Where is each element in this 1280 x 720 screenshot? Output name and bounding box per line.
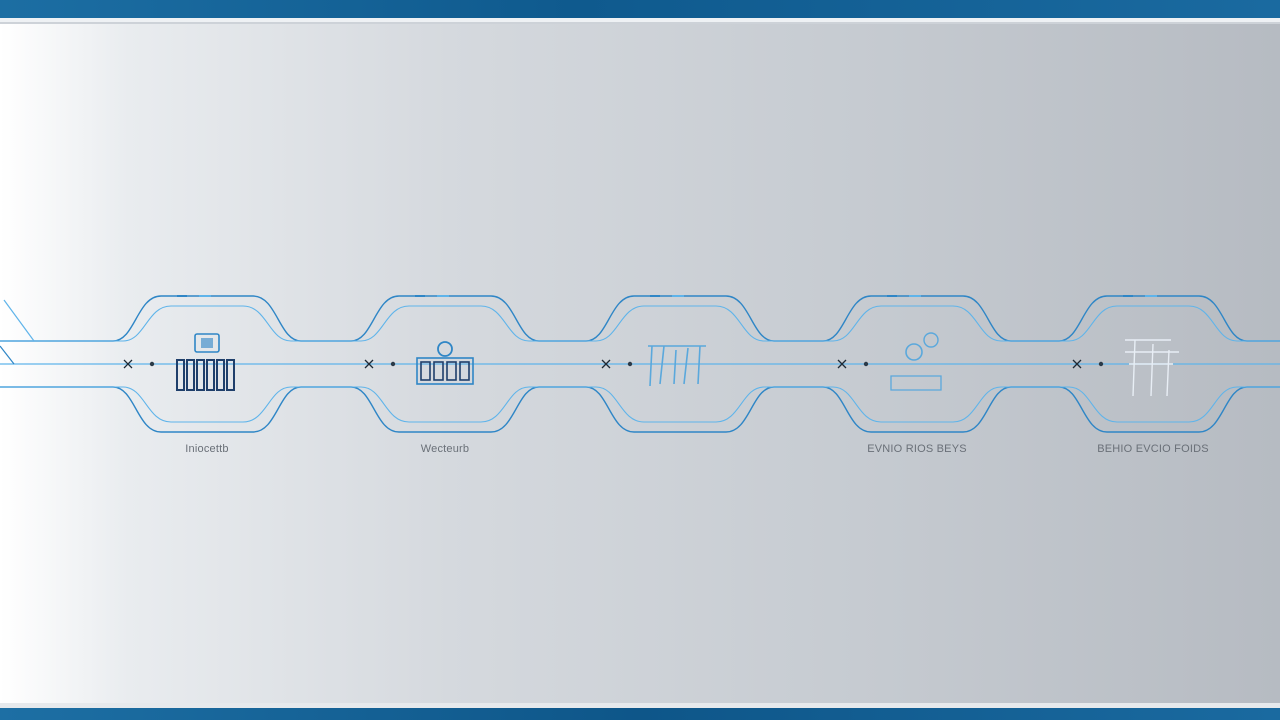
process-node: BEHIO EVCIO FOIDS xyxy=(1097,339,1209,455)
icon-part xyxy=(923,332,939,348)
process-nodes: Iniocettb Wecteurb EVNIO RIOS BEYS BEHIO EV… xyxy=(176,332,1209,455)
node-label: Wecteurb xyxy=(421,443,469,455)
robot-grid-icon xyxy=(416,341,474,385)
icon-part xyxy=(459,361,470,381)
connector-arrow-icon xyxy=(364,359,374,369)
bar-glyph-icon xyxy=(648,345,706,387)
panel-top-edge xyxy=(0,22,1280,24)
icon-part xyxy=(176,359,185,391)
bottom-band xyxy=(0,708,1280,720)
icon-part xyxy=(206,359,215,391)
connector-arrow-icon xyxy=(837,359,847,369)
top-band-separator xyxy=(0,18,1280,22)
top-band xyxy=(0,0,1280,18)
icon-part xyxy=(201,338,213,348)
upper-rail-line xyxy=(0,295,1280,342)
process-node: Wecteurb xyxy=(416,341,474,455)
upper-inner-rail-line xyxy=(0,305,1280,342)
connector-dot xyxy=(863,361,869,367)
icon-part xyxy=(446,361,457,381)
connector-arrow-icon xyxy=(123,359,133,369)
icon-part xyxy=(186,359,195,391)
process-node: EVNIO RIOS BEYS xyxy=(867,332,967,455)
node-label: EVNIO RIOS BEYS xyxy=(867,443,967,455)
connector-arrow-icon xyxy=(601,359,611,369)
icon-part xyxy=(433,361,444,381)
icon-part xyxy=(1125,339,1179,397)
circles-icon xyxy=(890,332,942,391)
lower-rail-line xyxy=(0,386,1280,433)
node-label: Iniocettb xyxy=(185,443,228,455)
icon-part xyxy=(648,345,706,387)
icon-part xyxy=(420,361,431,381)
connector-dot xyxy=(1098,361,1104,367)
connector-dot xyxy=(627,361,633,367)
icon-part xyxy=(416,357,474,385)
icon-part xyxy=(226,359,235,391)
process-node: Iniocettb xyxy=(176,333,235,455)
node-label: BEHIO EVCIO FOIDS xyxy=(1097,443,1209,455)
connector-lines xyxy=(0,295,1280,433)
icon-part xyxy=(437,341,453,357)
lower-inner-rail-line xyxy=(0,386,1280,423)
connector-arrow-icon xyxy=(1072,359,1082,369)
icon-part xyxy=(194,333,220,353)
process-node xyxy=(648,345,706,387)
sketch-grid-icon xyxy=(1125,339,1179,397)
chip-grid-icon xyxy=(176,333,235,391)
entry-line xyxy=(3,299,35,342)
connector-dot xyxy=(149,361,155,367)
icon-part xyxy=(905,343,923,361)
icon-part xyxy=(216,359,225,391)
bottom-band-separator xyxy=(0,703,1280,708)
connector-dot xyxy=(390,361,396,367)
icon-part xyxy=(196,359,205,391)
icon-part xyxy=(890,375,942,391)
entry-line-inner xyxy=(0,345,15,365)
